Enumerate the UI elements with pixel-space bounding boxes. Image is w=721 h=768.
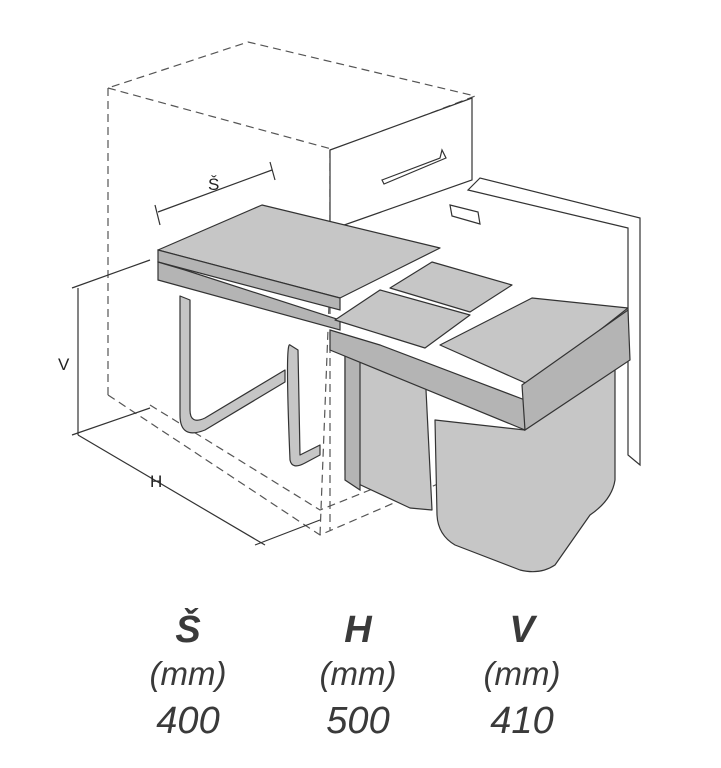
spec-value: 410 bbox=[490, 700, 554, 742]
height-dim-label: V bbox=[58, 355, 70, 374]
door-handle bbox=[449, 204, 481, 225]
small-bins bbox=[334, 261, 513, 511]
drawer-front bbox=[329, 97, 473, 231]
drawer-handle bbox=[381, 148, 447, 185]
dimension-height: V bbox=[58, 259, 151, 436]
spec-label: H bbox=[344, 609, 372, 651]
spec-unit: (mm) bbox=[319, 655, 397, 692]
spec-width: Š (mm) 400 bbox=[118, 608, 258, 746]
spec-height: V (mm) 410 bbox=[452, 608, 592, 746]
spec-unit: (mm) bbox=[149, 655, 227, 692]
cover-plate bbox=[157, 204, 441, 331]
bin-product-diagram: Š V H bbox=[58, 41, 641, 573]
spec-label: Š bbox=[175, 609, 201, 651]
large-bin bbox=[434, 297, 631, 573]
frame-legs bbox=[179, 295, 321, 467]
spec-unit: (mm) bbox=[483, 655, 561, 692]
spec-label: V bbox=[509, 609, 535, 651]
dimension-depth: H bbox=[77, 434, 321, 546]
spec-value: 400 bbox=[156, 700, 220, 742]
cabinet-door bbox=[466, 177, 641, 467]
spec-depth: H (mm) 500 bbox=[288, 608, 428, 746]
dimension-width: Š bbox=[154, 161, 276, 226]
spec-value: 500 bbox=[326, 700, 390, 742]
depth-dim-label: H bbox=[150, 472, 162, 491]
width-dim-label: Š bbox=[208, 175, 219, 194]
